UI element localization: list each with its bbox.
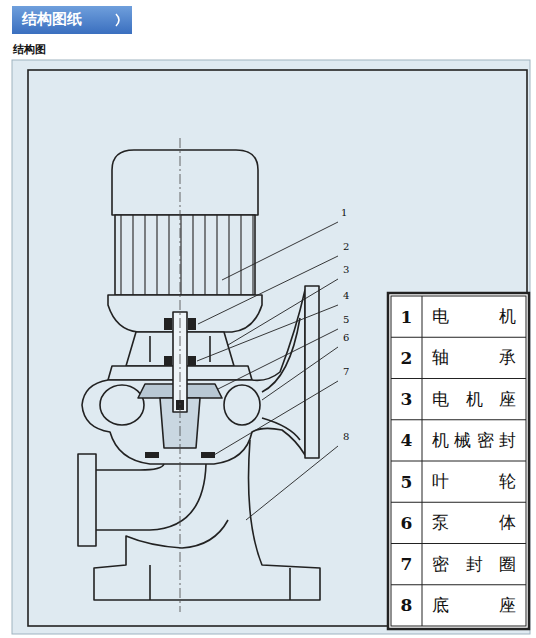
tab-chevron bbox=[116, 14, 119, 26]
table-cell: 轴承 bbox=[432, 346, 516, 369]
table-cell: 8 bbox=[391, 595, 422, 615]
leader-lines bbox=[197, 222, 338, 520]
callout-number: 1 bbox=[341, 207, 347, 218]
table-cell: 密封圈 bbox=[432, 553, 516, 576]
seal-ring bbox=[201, 452, 215, 458]
outlet-flange bbox=[305, 286, 319, 458]
table-cell: 3 bbox=[391, 389, 422, 409]
drawing-ground bbox=[12, 60, 530, 634]
callout-number: 2 bbox=[343, 241, 349, 252]
volute-channel bbox=[224, 385, 260, 425]
seal-ring bbox=[145, 452, 159, 458]
motor-cap bbox=[112, 150, 258, 215]
bearing bbox=[164, 318, 172, 330]
callout-number: 7 bbox=[343, 366, 349, 377]
inlet-pipe bbox=[96, 464, 164, 470]
mechanical-seal bbox=[164, 356, 172, 366]
pump-drawing bbox=[78, 150, 320, 600]
callout-number: 5 bbox=[343, 314, 349, 325]
callout-number: 4 bbox=[343, 290, 349, 301]
table-cell: 6 bbox=[391, 513, 422, 533]
table-grid bbox=[391, 296, 526, 626]
sub-heading: 结构图 bbox=[13, 42, 46, 57]
table-cell: 4 bbox=[391, 430, 422, 450]
volute-channel bbox=[100, 385, 144, 425]
table-cell: 底座 bbox=[432, 594, 516, 617]
pump-body bbox=[82, 290, 305, 464]
table-cell: 泵体 bbox=[432, 511, 516, 534]
callout-number: 3 bbox=[343, 264, 349, 275]
base bbox=[94, 440, 320, 600]
centerline bbox=[180, 138, 181, 612]
parts-table bbox=[388, 293, 529, 629]
mechanical-seal bbox=[188, 356, 196, 366]
callout-number: 8 bbox=[343, 431, 349, 442]
table-cell: 电机座 bbox=[432, 388, 516, 411]
drawing-frame bbox=[28, 70, 527, 626]
table-cell: 7 bbox=[391, 554, 422, 574]
table-cell: 电机 bbox=[432, 305, 516, 328]
table-cell: 2 bbox=[391, 348, 422, 368]
header-tab bbox=[12, 6, 132, 34]
table-cell: 1 bbox=[391, 307, 422, 327]
callout-number: 6 bbox=[343, 332, 349, 343]
inlet-flange bbox=[78, 454, 96, 546]
motor-fins bbox=[115, 215, 255, 295]
table-cell: 叶轮 bbox=[432, 470, 516, 493]
bearing bbox=[188, 318, 196, 330]
table-cell: 机械密封 bbox=[432, 429, 516, 452]
table-cell: 5 bbox=[391, 472, 422, 492]
page-heading: 结构图纸 bbox=[22, 10, 82, 29]
